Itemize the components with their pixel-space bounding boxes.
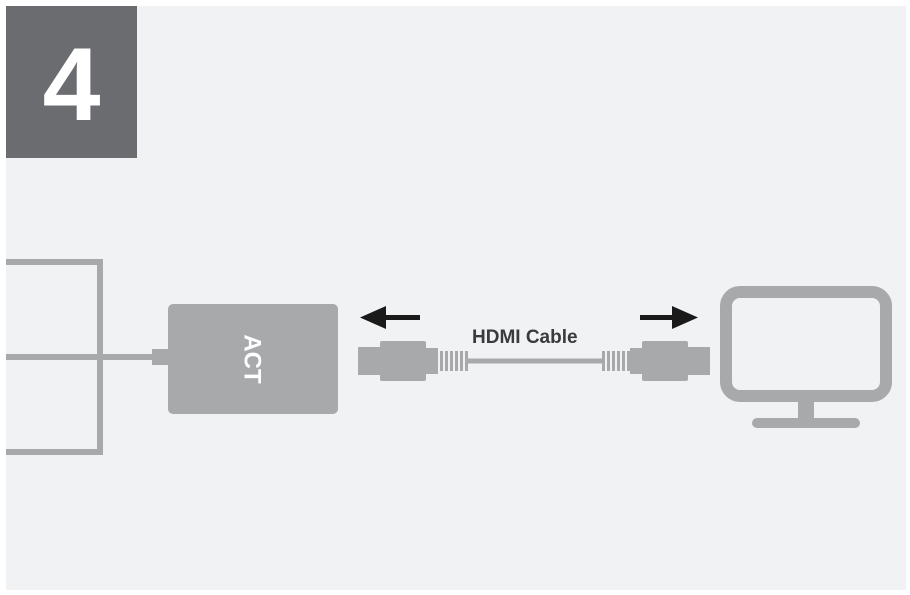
act-adapter: ACT (168, 304, 338, 414)
usb-cable (6, 349, 170, 365)
hdmi-connector-right (602, 341, 710, 381)
adapter-logo: ACT (239, 334, 266, 384)
step-number: 4 (42, 27, 101, 143)
monitor-icon (720, 286, 892, 428)
hdmi-connector-left (358, 341, 468, 381)
hdmi-cable-label: HDMI Cable (472, 327, 578, 348)
step-badge: 4 (6, 6, 137, 158)
arrow-left-icon (360, 306, 420, 329)
arrow-right-icon (640, 306, 698, 329)
